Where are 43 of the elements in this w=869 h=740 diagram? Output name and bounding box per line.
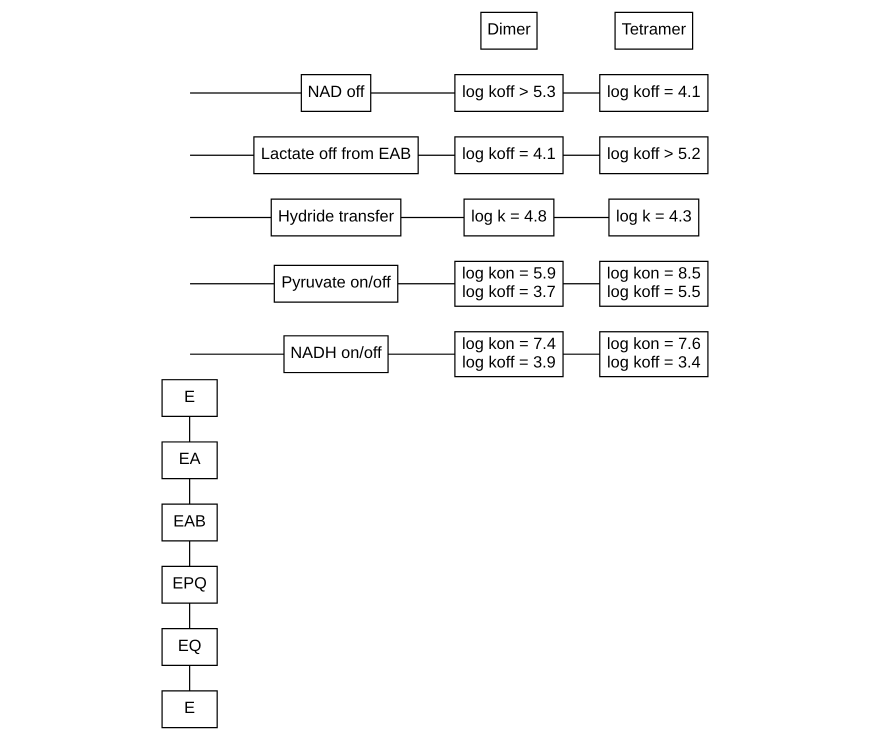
node-box: log k = 4.3 [608,198,699,236]
node-box: EQ [160,628,218,666]
node-box: log kon = 7.4 log koff = 3.9 [454,331,564,378]
node-box: Dimer [480,12,538,50]
node-box: log k = 4.8 [462,198,554,236]
node-box: Tetramer [614,12,693,50]
connector [188,666,190,691]
connector [400,216,464,218]
connector [190,92,301,94]
connector [554,216,608,218]
node-box: log koff > 5.3 [454,74,564,112]
connector [418,154,454,156]
node-box: log koff > 5.2 [598,136,708,174]
connector [562,92,600,94]
node-box: log koff = 4.1 [454,136,564,174]
node-box: Hydride transfer [270,198,401,236]
node-box: NAD off [300,74,371,112]
node-box: log koff = 4.1 [598,74,708,112]
connector [562,354,600,355]
connector [190,154,254,156]
connector [388,354,454,355]
node-box: NADH on/off [282,335,388,374]
node-box: Lactate off from EAB [252,136,418,174]
node-box: EA [160,441,218,480]
connector [190,216,271,218]
node-box: EPQ [160,566,218,604]
connector [562,154,600,156]
connector [190,283,274,284]
node-box: E [160,379,218,418]
connector [188,541,190,566]
node-box: E [160,690,218,728]
node-box: log kon = 5.9 log koff = 3.7 [454,260,564,307]
connector [188,416,190,442]
connector [397,283,454,284]
connector [190,354,284,355]
node-box: log kon = 8.5 log koff = 5.5 [598,260,708,307]
node-box: log kon = 7.6 log koff = 3.4 [598,331,708,378]
node-box: Pyruvate on/off [273,264,398,303]
connector [188,603,190,628]
connector [562,283,600,284]
connector [188,478,190,504]
node-box: EAB [160,504,218,542]
connector [370,92,454,94]
